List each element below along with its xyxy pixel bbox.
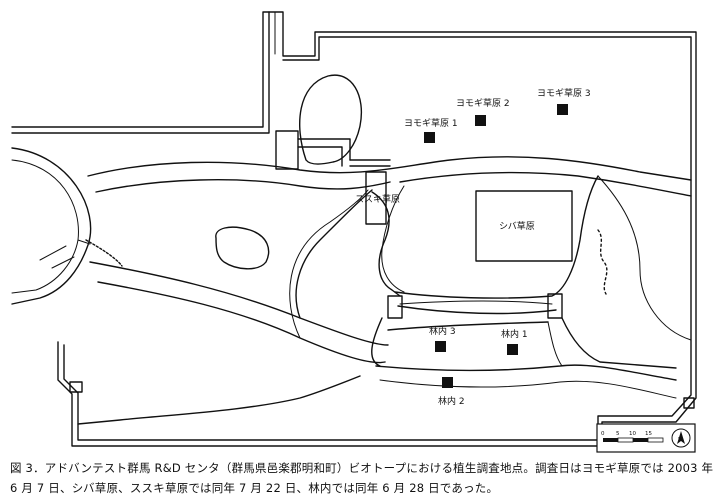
figure-caption: 図 3．アドバンテスト群馬 R&D センタ（群馬県邑楽郡明和町）ビオトープにおけ… (10, 458, 716, 498)
pond-left (215, 226, 270, 270)
plot-label-rinnai3: 林内 3 (429, 325, 456, 337)
scale-tick-5: 5 (616, 431, 620, 437)
site-boundary-inner (11, 11, 692, 441)
caption-line-1: 図 3．アドバンテスト群馬 R&D センタ（群馬県邑楽郡明和町）ビオトープにおけ… (10, 461, 714, 475)
plot-label-yomogi2: ヨモギ草原 2 (456, 97, 510, 109)
plot-label-rinnai1: 林内 1 (501, 328, 528, 340)
stream-south-bank (95, 179, 391, 193)
circular-plaza (11, 147, 92, 305)
plot-label-yomogi3: ヨモギ草原 3 (537, 87, 591, 99)
plot-marker-rinnai1 (507, 344, 518, 355)
scale-tick-0: 0 (601, 431, 605, 437)
plot-marker-yomogi1 (424, 132, 435, 143)
biotope-map: ヨモギ草原 1 ヨモギ草原 2 ヨモギ草原 3 林内 1 林内 3 林内 2 シ… (11, 11, 697, 453)
site-boundary-outer (11, 11, 697, 447)
stream-north-bank (87, 156, 692, 181)
plot-marker-yomogi2 (475, 115, 486, 126)
pond-top (299, 74, 362, 165)
caption-line-2: 6 月 7 日、シバ草原、ススキ草原では同年 7 月 22 日、林内では同年 6… (10, 481, 499, 495)
scale-tick-15: 15 (645, 431, 652, 437)
plot-label-rinnai2: 林内 2 (438, 395, 465, 407)
plot-marker-yomogi3 (557, 104, 568, 115)
plot-marker-rinnai3 (435, 341, 446, 352)
area-label-shiba: シバ草原 (499, 220, 535, 232)
north-label: N (678, 437, 682, 443)
area-label-susuki: ススキ草原 (355, 193, 400, 205)
scale-tick-10: 10 (629, 431, 636, 437)
plot-label-yomogi1: ヨモギ草原 1 (404, 117, 458, 129)
scale-bar: 0 5 10 15 N (596, 423, 696, 453)
plot-marker-rinnai2 (442, 377, 453, 388)
